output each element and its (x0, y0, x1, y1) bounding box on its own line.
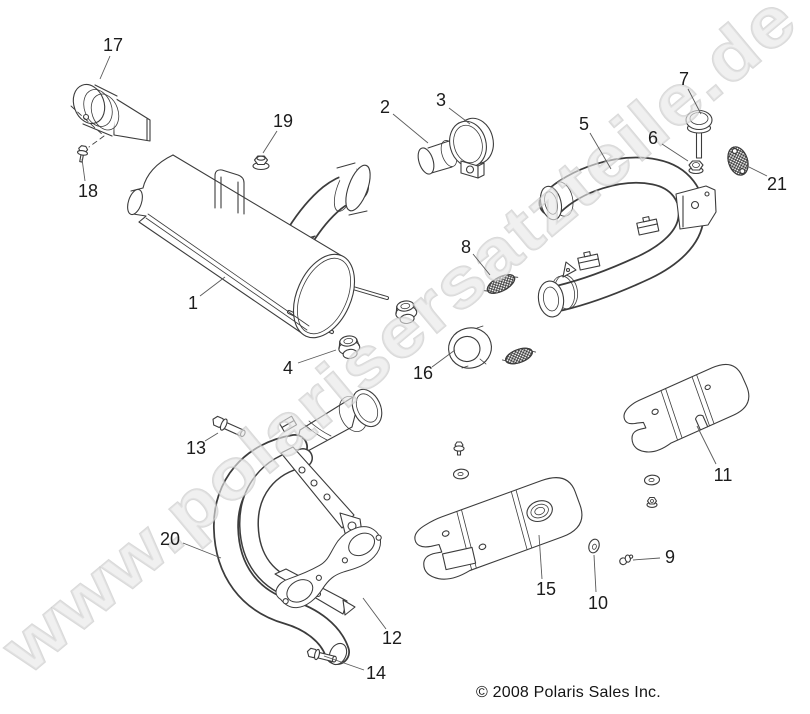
callout-19-label: 19 (273, 111, 293, 131)
nut-shield-11-drawing (646, 496, 658, 508)
bolt-9-drawing (619, 554, 634, 566)
callout-16-label: 16 (413, 363, 433, 383)
callout-17-leader (99, 55, 111, 80)
callout-12-label: 12 (382, 628, 402, 648)
bolt-13-drawing (212, 415, 246, 438)
copyright-text: © 2008 Polaris Sales Inc. (476, 684, 661, 701)
callout-5-leader (589, 132, 612, 170)
callout-12-leader (362, 597, 387, 630)
spark-arrestor-drawing (70, 83, 151, 148)
bolt-18-drawing (77, 145, 89, 163)
spring-lower-drawing (501, 347, 537, 365)
seal-ring-16-drawing (448, 325, 492, 369)
callout-16-leader (431, 349, 456, 368)
bolt-shield-15-drawing (453, 441, 465, 456)
callout-14-leader (323, 655, 365, 671)
callout-15-label: 15 (536, 579, 556, 599)
washer-shield-15-drawing (452, 468, 470, 480)
callout-2-leader (392, 113, 429, 144)
callout-21-leader (746, 165, 768, 177)
callout-9-label: 9 (665, 547, 675, 567)
callout-6-leader (661, 143, 689, 162)
exhaust-gasket-12-drawing (275, 526, 382, 609)
callout-1-leader (199, 276, 226, 297)
callout-4-leader (297, 349, 337, 364)
callout-7-label: 7 (679, 69, 689, 89)
callout-18-label: 18 (78, 181, 98, 201)
callout-5-label: 5 (579, 114, 589, 134)
heat-shield-11-drawing (623, 363, 750, 453)
spring-8-drawing (483, 274, 519, 294)
heat-shield-15-drawing (414, 477, 583, 580)
grommet-4-drawing (338, 335, 361, 360)
callout-20-leader (182, 542, 222, 559)
callout-10-label: 10 (588, 593, 608, 613)
muffler-drawing (127, 154, 389, 339)
callout-3-label: 3 (436, 90, 446, 110)
washer-shield-11-drawing (643, 474, 661, 486)
callout-11-label: 11 (714, 465, 733, 485)
nut-19-drawing (252, 155, 270, 171)
callout-13-leader (204, 432, 219, 442)
grommet-upper-drawing (395, 300, 418, 325)
nut-6-drawing (688, 160, 704, 175)
callout-13-label: 13 (186, 438, 206, 458)
callout-17-label: 17 (103, 35, 123, 55)
diagram-line-art (70, 83, 750, 666)
callout-20-label: 20 (160, 529, 180, 549)
callout-14-label: 14 (366, 663, 386, 683)
callout-7-leader (687, 88, 702, 115)
callout-6-label: 6 (648, 128, 658, 148)
callout-8-label: 8 (461, 237, 471, 257)
callout-1-label: 1 (188, 293, 198, 313)
sleeve-clamp-2-drawing (417, 139, 458, 175)
callout-8-leader (472, 253, 491, 276)
callout-3-leader (448, 107, 471, 125)
band-clamp-3-drawing (449, 117, 494, 179)
callout-18-leader (81, 158, 86, 182)
bolt-14-drawing (306, 647, 337, 663)
callout-19-leader (262, 130, 278, 154)
washer-10-drawing (588, 538, 600, 554)
callout-2-label: 2 (380, 97, 390, 117)
callout-11-leader (696, 425, 717, 465)
callout-10-leader (593, 554, 597, 593)
header-pipe-5-drawing (537, 156, 717, 318)
callout-21-label: 21 (767, 174, 787, 194)
gasket-21-drawing (727, 146, 749, 176)
callout-4-label: 4 (283, 358, 293, 378)
callout-9-leader (632, 557, 661, 561)
callout-15-leader (538, 534, 543, 580)
